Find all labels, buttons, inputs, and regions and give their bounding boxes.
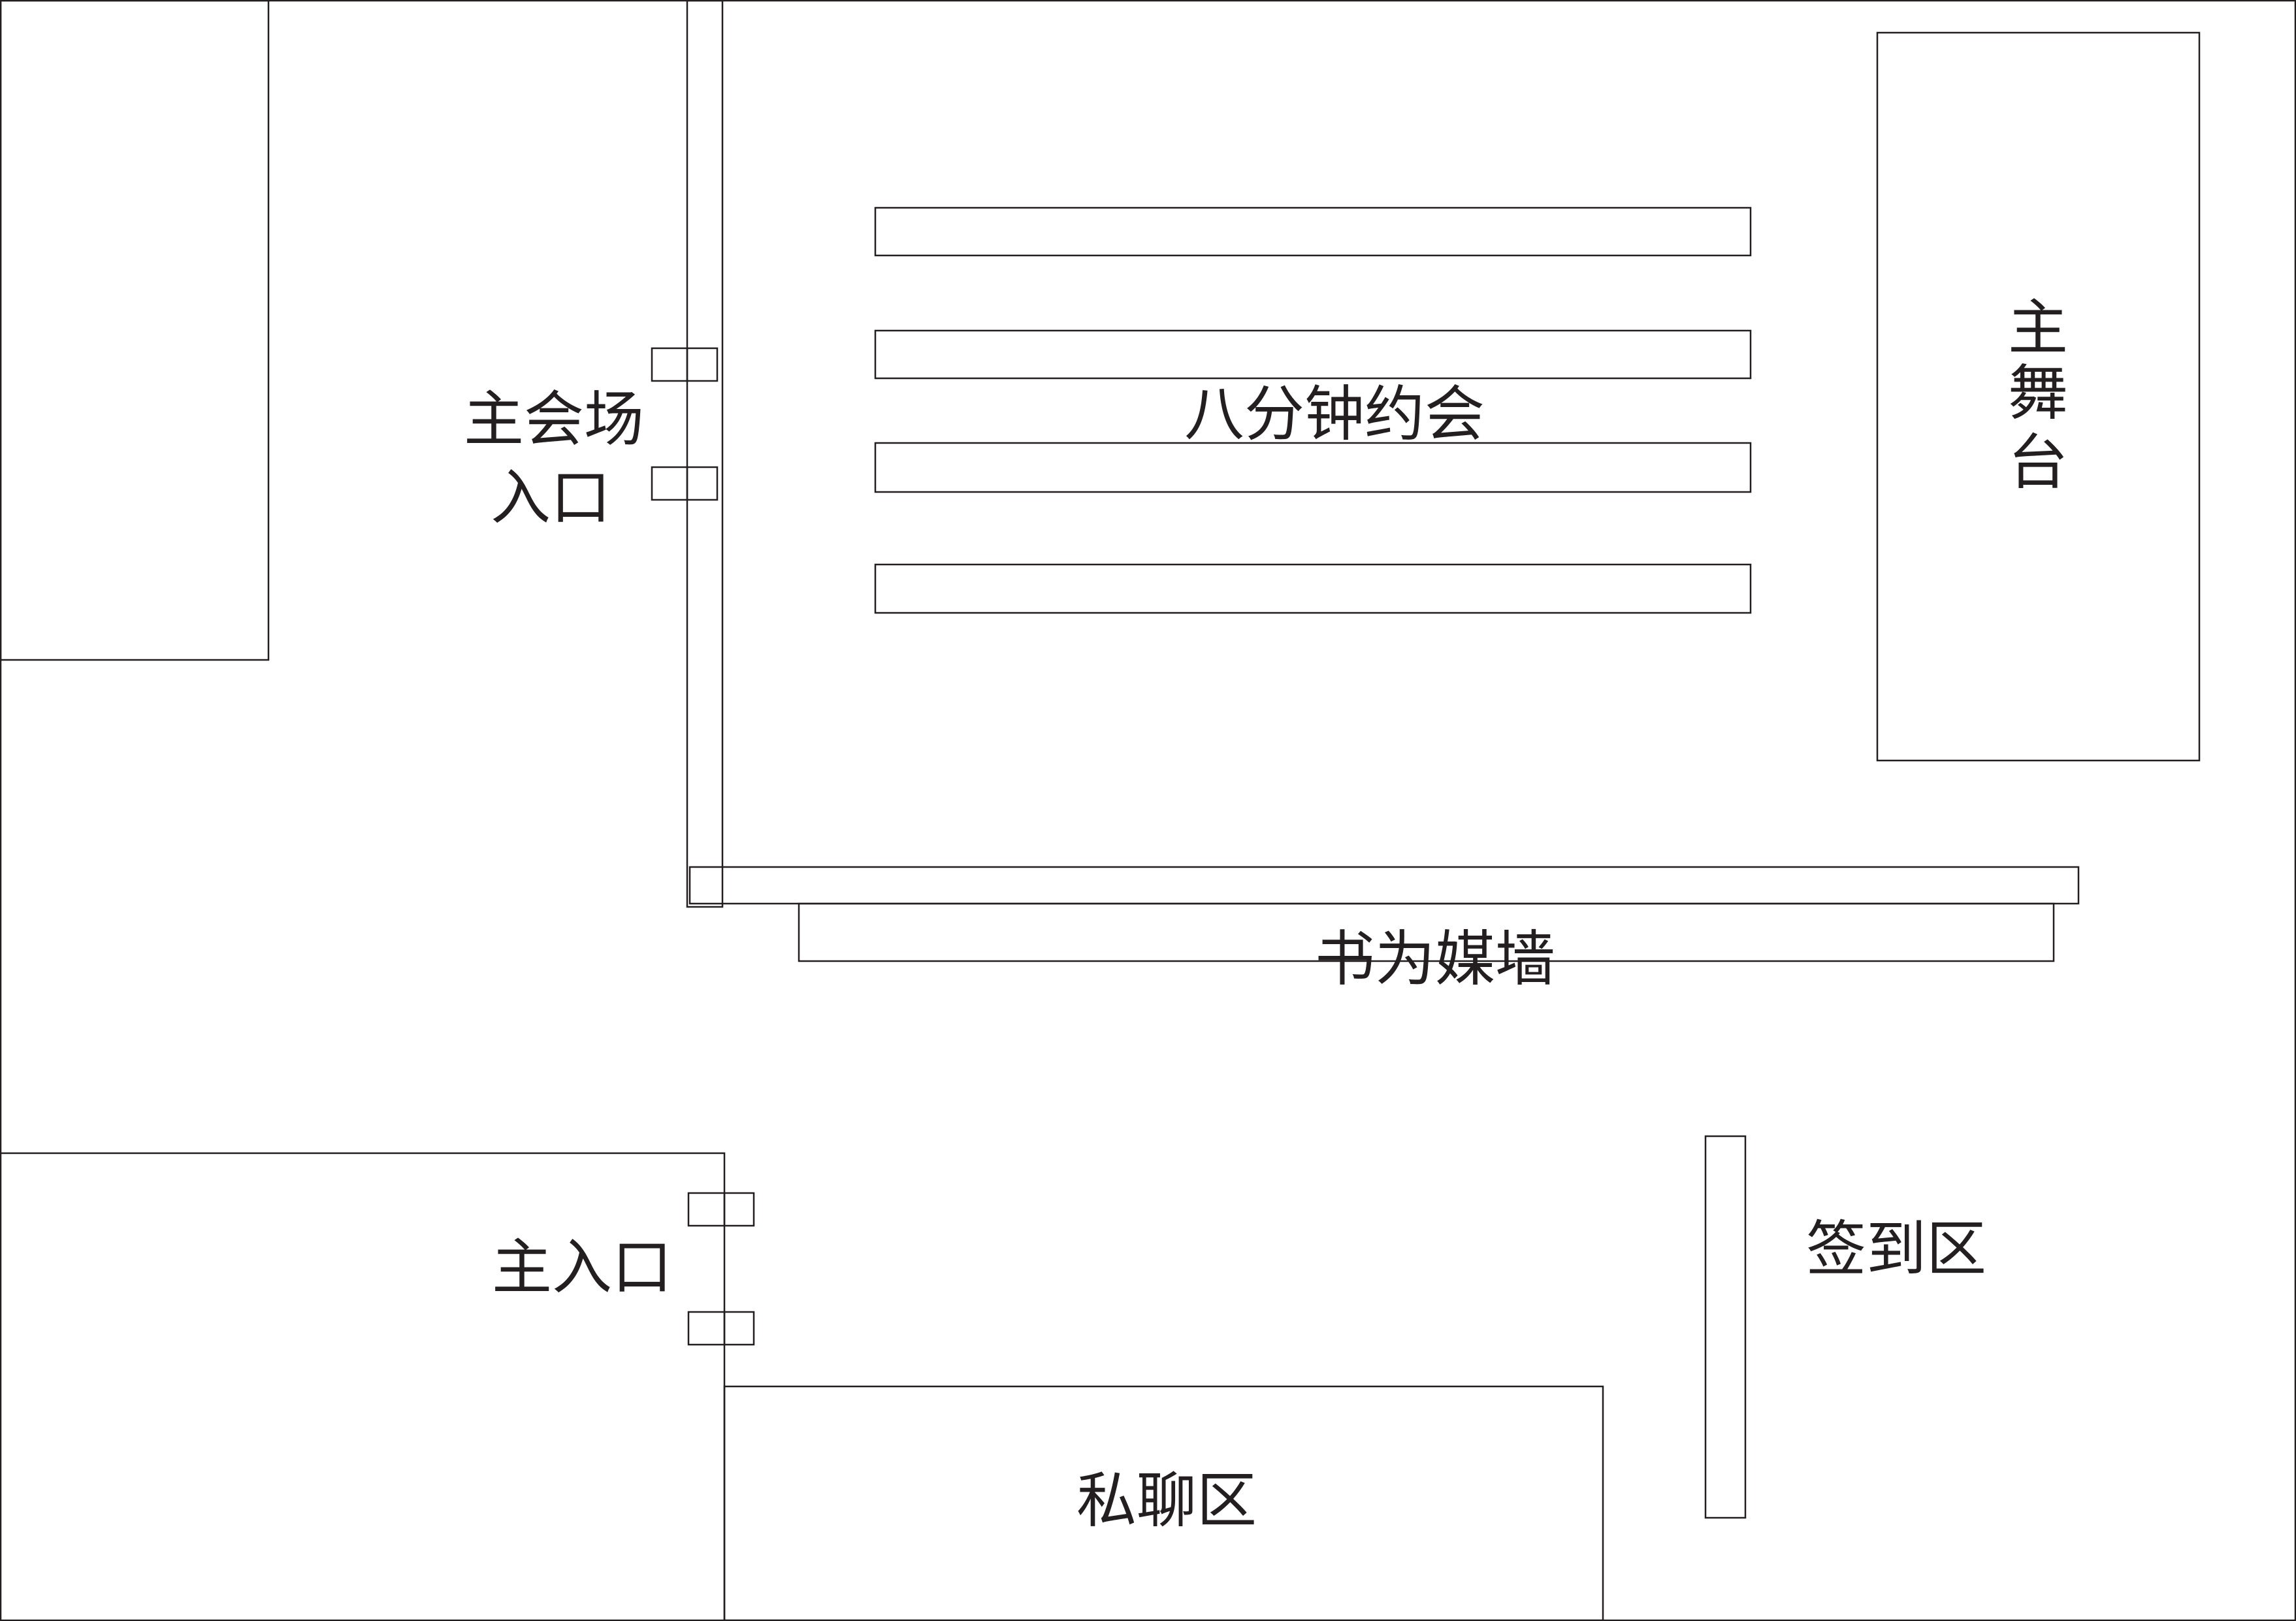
book-matchmaker-wall-label: 书为媒墙 [1315,924,1555,994]
main-venue-door-upper[interactable] [651,347,719,382]
main-entrance-door-lower[interactable] [687,1311,755,1346]
book-wall-lower-bar [798,902,2055,962]
signin-desk [1704,1135,1747,1519]
bottom-left-room [1,1152,726,1620]
date-table-row-2 [874,329,1752,380]
date-table-row-1 [874,206,1752,257]
date-table-row-3 [874,442,1752,493]
main-stage-label-char3: 台 [2008,427,2068,497]
main-stage-label-char1: 主 [2008,293,2068,363]
date-table-row-4 [874,563,1752,614]
book-wall-upper-bar [688,866,2080,905]
main-entrance-label: 主入口 [492,1232,672,1302]
main-venue-entrance-label-line2: 入口 [491,463,611,532]
main-venue-door-lower[interactable] [651,466,719,501]
private-chat-room [723,1385,1604,1621]
main-stage-label-char2: 舞 [2008,358,2068,428]
eight-minute-date-label: 八分钟约会 [1184,379,1485,449]
private-chat-area-label: 私聊区 [1076,1465,1257,1535]
top-left-room [0,0,270,661]
main-stage [1876,31,2201,762]
main-venue-partition-wall [686,0,724,908]
signin-area-label: 签到区 [1806,1214,1986,1284]
main-venue-entrance-label-line1: 主会场 [464,384,644,454]
main-entrance-door-upper[interactable] [687,1192,755,1227]
